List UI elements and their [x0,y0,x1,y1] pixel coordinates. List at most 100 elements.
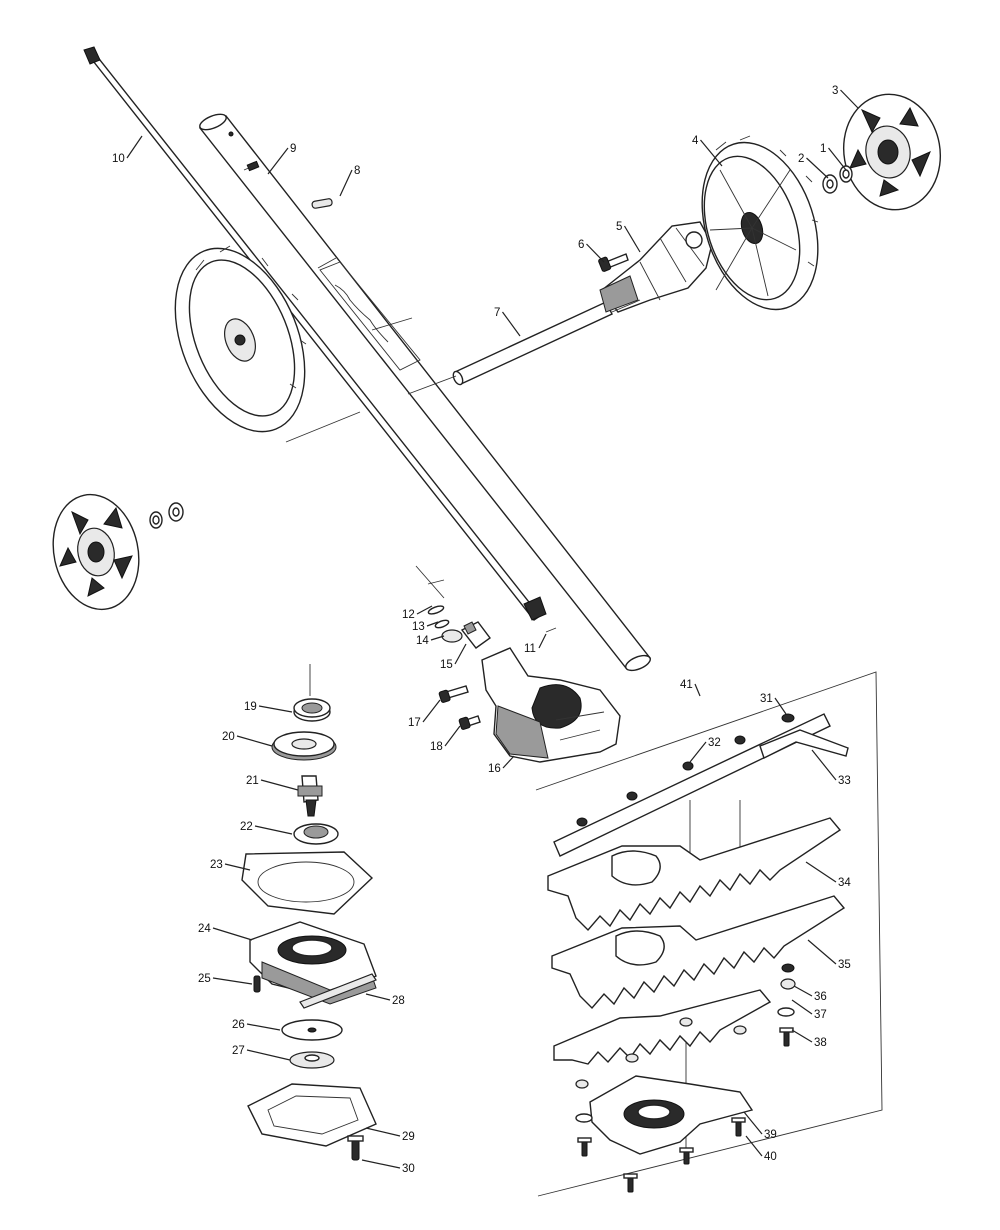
leader-line-16 [502,755,515,769]
callout-13: 13 [412,621,425,633]
leader-line-22 [254,825,293,835]
leader-line-32 [689,741,707,763]
drive-shaft [83,46,547,621]
leader-line-37 [791,999,813,1015]
bolt-part-6 [598,253,629,272]
callout-41: 41 [680,679,693,691]
callout-6: 6 [578,239,584,251]
leader-line-9 [267,147,289,175]
callout-1: 1 [820,143,826,155]
leader-line-18 [444,725,461,747]
leader-line-20 [236,735,273,747]
hub-cap-left [52,493,140,611]
small-parts-11-15 [427,579,557,649]
hub-cap-right-part-3 [842,93,942,211]
callout-15: 15 [440,659,453,671]
leader-line-5 [623,225,641,253]
callout-12: 12 [402,609,415,621]
leader-line-8 [339,169,353,197]
leader-line-11 [538,633,547,649]
leader-line-4 [700,139,723,167]
leader-line-12 [416,605,433,615]
axle-tube-part-7 [452,301,613,386]
gear-stack-parts-19-30 [241,698,377,1161]
wheel-bracket-part-5 [599,221,713,313]
leader-line-24 [212,927,253,941]
leader-line-28 [365,993,391,1001]
leader-line-1 [828,147,847,171]
leader-line-29 [365,1127,401,1137]
callout-23: 23 [210,859,223,871]
washers-right-parts-1-2 [822,165,853,194]
leader-line-40 [745,1135,763,1157]
callout-39: 39 [764,1129,777,1141]
callout-4: 4 [692,135,699,147]
callout-31: 31 [760,693,773,705]
callout-7: 7 [494,307,500,319]
bolts-17-18 [438,685,481,730]
leader-line-34 [805,861,837,883]
leader-line-7 [502,311,521,337]
leader-line-36 [793,985,813,997]
leader-line-15 [454,643,467,665]
leader-line-25 [212,977,253,985]
callout-2: 2 [798,153,804,165]
callout-10: 10 [112,153,125,165]
callout-18: 18 [430,741,443,753]
callout-36: 36 [814,991,827,1003]
callout-20: 20 [222,731,235,743]
callout-labels: 1234567891011121314151617181920212223242… [112,85,851,1175]
callout-24: 24 [198,923,211,935]
callout-5: 5 [616,221,622,233]
callout-34: 34 [838,877,851,889]
callout-22: 22 [240,821,253,833]
leader-line-30 [361,1159,401,1169]
callout-32: 32 [708,737,721,749]
leader-line-21 [260,779,299,791]
leader-line-3 [840,89,859,109]
leader-line-17 [422,699,441,723]
leader-line-39 [743,1111,763,1135]
callout-35: 35 [838,959,851,971]
callout-19: 19 [244,701,257,713]
callout-3: 3 [832,85,838,97]
leader-line-27 [246,1049,291,1061]
leader-line-10 [126,135,143,159]
callout-26: 26 [232,1019,245,1031]
callout-30: 30 [402,1163,415,1175]
leader-line-26 [246,1023,281,1031]
wheel-right-part-4 [701,135,819,311]
callout-11: 11 [524,643,536,655]
callout-28: 28 [392,995,405,1007]
callout-17: 17 [408,717,421,729]
callout-leader-lines [126,89,859,1169]
callout-14: 14 [416,635,429,647]
leader-line-6 [586,243,605,263]
callout-37: 37 [814,1009,827,1021]
callout-33: 33 [838,775,851,787]
leader-line-41 [694,683,701,697]
hedge-blades-parts-32-35 [547,713,849,1155]
washers-left [149,502,184,529]
callout-27: 27 [232,1045,245,1057]
outer-tube [198,113,652,672]
leader-line-19 [258,705,293,713]
callout-9: 9 [290,143,296,155]
callout-29: 29 [402,1131,415,1143]
callout-21: 21 [246,775,259,787]
blade-assembly-frame [535,671,883,1197]
leader-line-38 [791,1029,813,1043]
nuts-and-bolts-parts-31-38-40 [575,713,796,1193]
leader-line-33 [811,749,837,781]
leader-line-31 [774,697,787,715]
leader-line-13 [426,621,439,627]
gearbox-housing-part-16 [481,647,621,763]
wheel-left [174,245,307,433]
leader-line-14 [430,635,445,641]
callout-38: 38 [814,1037,827,1049]
callout-16: 16 [488,763,501,775]
leader-line-23 [224,863,251,871]
callout-40: 40 [764,1151,777,1163]
